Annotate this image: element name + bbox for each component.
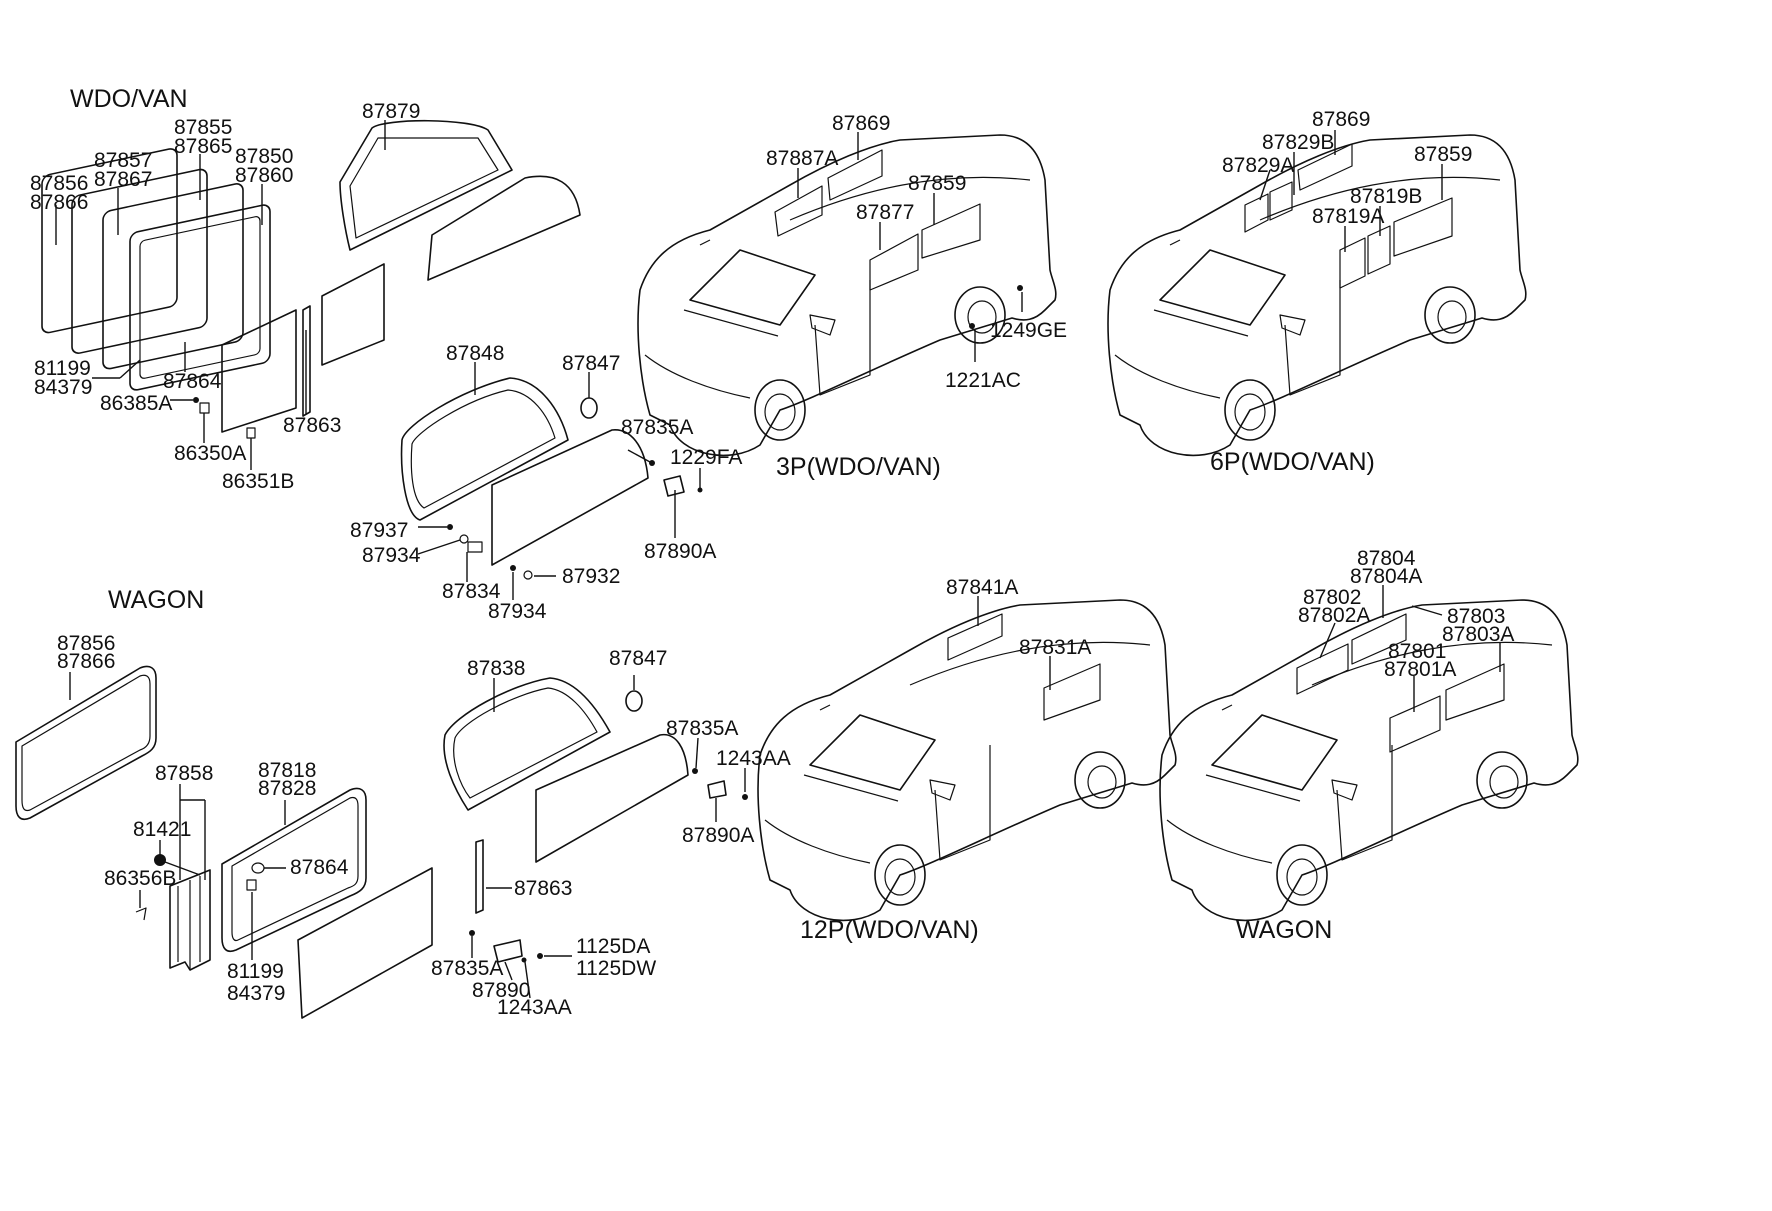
label-1221AC: 1221AC [945,369,1021,392]
label-84379: 84379 [227,982,285,1005]
label-87834: 87834 [442,580,501,603]
label-87890A: 87890A [682,824,754,847]
label-87934: 87934 [362,544,421,567]
label-87828: 87828 [258,777,316,800]
label-87838: 87838 [467,657,525,680]
van-3p [637,134,1057,457]
hardware [135,285,1023,963]
glass-panel-87863 [221,263,385,433]
label-87801A: 87801A [1384,658,1456,681]
label-87841A: 87841A [946,576,1018,599]
wdo-van-frame-stack [41,148,271,391]
label-1243AA: 1243AA [497,996,572,1019]
label-1229FA: 1229FA [670,446,742,469]
wagon-bracket-87858 [169,869,211,971]
section-title-12p: 12P(WDO/VAN) [800,916,979,944]
label-87867: 87867 [94,168,152,191]
label-87848: 87848 [446,342,504,365]
vent-glass-87879 [339,119,581,281]
label-87869: 87869 [832,112,890,135]
label-87863: 87863 [283,414,341,437]
label-87858: 87858 [155,762,213,785]
label-1125DW: 1125DW [576,957,656,980]
label-87877: 87877 [856,201,914,224]
label-87864: 87864 [290,856,349,879]
label-1249GE: 1249GE [990,319,1067,342]
label-81421: 81421 [133,818,191,841]
label-87866: 87866 [30,191,88,214]
label-87835A: 87835A [621,416,693,439]
label-87887A: 87887A [766,147,838,170]
label-87934: 87934 [488,600,547,623]
label-86351B: 86351B [222,470,294,493]
label-87890: 87890 [472,979,530,1002]
label-87855: 87855 [174,116,232,139]
leader-lines [55,120,1501,999]
label-87847: 87847 [562,352,620,375]
label-87804: 87804 [1357,547,1416,570]
wagon-glass-frame [15,665,157,821]
label-87847: 87847 [609,647,667,670]
label-87804A: 87804A [1350,565,1422,588]
label-87803A: 87803A [1442,623,1514,646]
label-87860: 87860 [235,164,293,187]
quarter-glass-87848 [400,377,649,566]
part-labels: 87879 87855 87865 87857 87867 87850 8786… [30,100,1514,1019]
label-87831A: 87831A [1019,636,1091,659]
label-87835A: 87835A [666,717,738,740]
label-87818: 87818 [258,759,316,782]
label-1243AA: 1243AA [716,747,791,770]
label-87866: 87866 [57,650,115,673]
label-87937: 87937 [350,519,408,542]
label-1125DA: 1125DA [576,935,650,958]
label-86356B: 86356B [104,867,176,890]
label-87879: 87879 [362,100,420,123]
label-87864: 87864 [163,370,222,393]
label-87829B: 87829B [1262,131,1334,154]
label-81199: 81199 [34,357,91,380]
label-87819B: 87819B [1350,185,1422,208]
label-86385A: 86385A [100,392,172,415]
wagon-glass-panel [297,839,484,1019]
label-87856: 87856 [57,632,115,655]
van-6p [1107,134,1527,457]
section-title-3p: 3P(WDO/VAN) [776,453,941,481]
label-87932: 87932 [562,565,620,588]
wagon-frame-87818 [221,787,367,953]
section-title-6p: 6P(WDO/VAN) [1210,448,1375,476]
label-87850: 87850 [235,145,293,168]
label-86350A: 86350A [174,442,246,465]
label-87859: 87859 [908,172,966,195]
label-81199: 81199 [227,960,284,983]
label-87802A: 87802A [1298,604,1370,627]
label-87819A: 87819A [1312,205,1384,228]
label-87890A: 87890A [644,540,716,563]
label-87829A: 87829A [1222,154,1294,177]
label-87801: 87801 [1388,640,1446,663]
quarter-glass-87838 [443,677,689,863]
label-87859: 87859 [1414,143,1472,166]
label-84379: 84379 [34,376,92,399]
label-87857: 87857 [94,149,152,172]
van-wagon [1159,599,1579,922]
label-87865: 87865 [174,135,232,158]
label-87803: 87803 [1447,605,1505,628]
label-87802: 87802 [1303,586,1361,609]
van-12p [757,599,1177,922]
label-87835A: 87835A [431,957,503,980]
section-title-wdo-van: WDO/VAN [70,85,188,113]
label-87856: 87856 [30,172,88,195]
label-87869: 87869 [1312,108,1370,131]
label-87863: 87863 [514,877,572,900]
section-title-wagon-left: WAGON [108,586,204,614]
